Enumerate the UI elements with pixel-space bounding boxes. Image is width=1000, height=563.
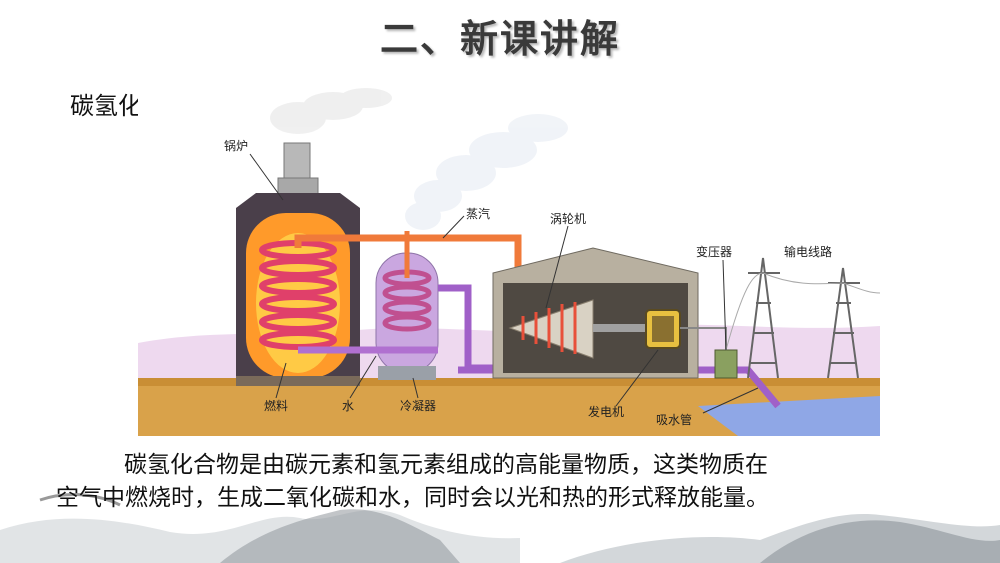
label-boiler: 锅炉 [224, 138, 248, 153]
paragraph-line-2: 空气中燃烧时，生成二氧化碳和水，同时会以光和热的形式释放能量。 [56, 485, 769, 511]
turbine [508, 299, 648, 359]
chimney-smoke [270, 88, 392, 134]
label-fuel: 燃料 [264, 398, 288, 413]
label-steam: 蒸汽 [466, 206, 490, 221]
chimney [283, 142, 311, 184]
label-intake-pipe: 吸水管 [656, 412, 692, 427]
paragraph-line-1: 碳氢化合物是由碳元素和氢元素组成的高能量物质，这类物质在 [124, 452, 768, 478]
label-turbine: 涡轮机 [550, 212, 586, 226]
transformer [714, 349, 738, 379]
slide-title: 二、新课讲解 [379, 17, 620, 61]
ink-landscape-decoration [0, 493, 1000, 563]
label-power-line: 输电线路 [784, 244, 832, 259]
water-source [698, 396, 880, 436]
label-transformer: 变压器 [696, 244, 732, 259]
label-generator: 发电机 [588, 404, 624, 419]
label-condenser: 冷凝器 [400, 398, 436, 413]
steam-plume [405, 114, 568, 230]
condenser-coils [382, 269, 432, 332]
power-line-towers [725, 257, 880, 379]
label-leader-lines [249, 153, 759, 414]
description-paragraph: 碳氢化合物是由碳元素和氢元素组成的高能量物质，这类物质在 空气中燃烧时，生成二氧… [56, 449, 956, 515]
label-water: 水 [342, 399, 354, 413]
power-plant-diagram: 锅炉 蒸汽 涡轮机 变压器 输电线路 燃料 水 冷凝器 发电机 吸水管 [138, 88, 880, 436]
boiler-coils [259, 240, 337, 350]
